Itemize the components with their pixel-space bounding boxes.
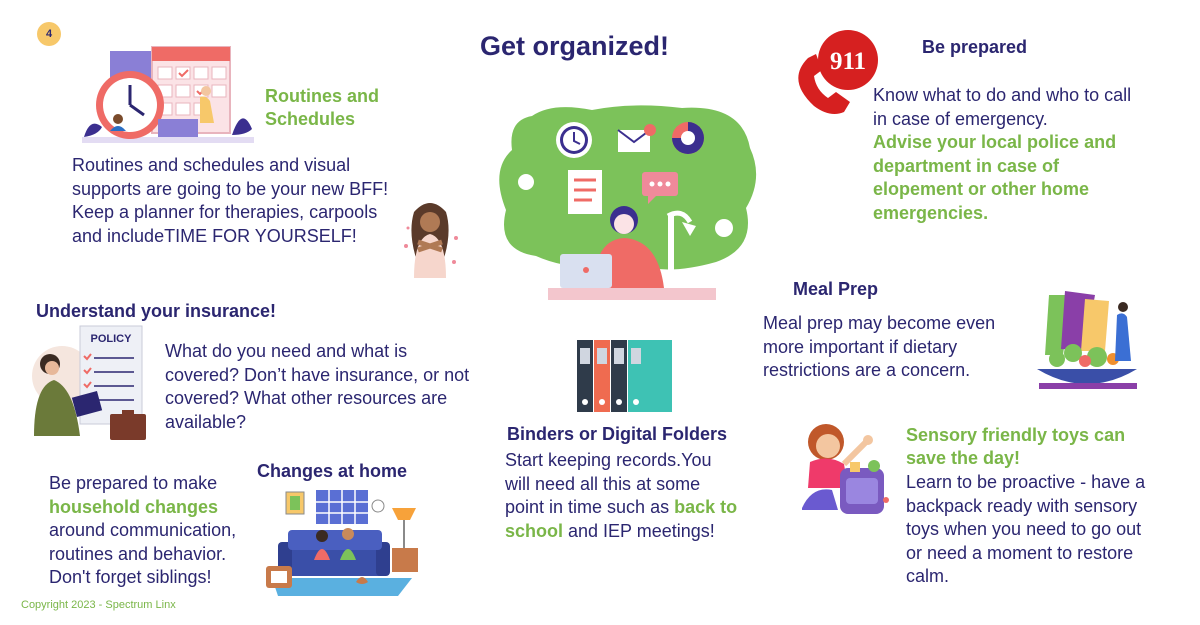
changes-at-home-heading: Changes at home xyxy=(257,461,408,481)
routines-heading: Routines and Schedules xyxy=(265,86,380,129)
emergency-911-text: 911 xyxy=(830,48,866,75)
routines-body: Routines and schedules and visual suppor… xyxy=(72,155,389,246)
sensory-backpack-illustration xyxy=(800,422,890,520)
meal-prep-illustration xyxy=(1035,291,1141,391)
binders-heading: Binders or Digital Folders xyxy=(507,424,728,444)
page-number-badge: 4 xyxy=(37,22,61,46)
be-prepared-body: Know what to do and who to call in case … xyxy=(873,85,1132,223)
organized-center-illustration xyxy=(492,104,764,300)
binders-illustration xyxy=(577,340,673,414)
insurance-illustration: POLICY xyxy=(28,324,148,442)
binders-body: Start keeping records.You will need all … xyxy=(505,450,738,541)
living-room-illustration xyxy=(262,486,422,598)
insurance-body: What do you need and what is covered? Do… xyxy=(165,341,470,432)
changes-at-home-body: Be prepared to make household changes ar… xyxy=(49,473,237,587)
self-care-illustration xyxy=(400,198,462,280)
meal-prep-heading: Meal Prep xyxy=(793,279,879,299)
routines-illustration xyxy=(82,45,254,149)
insurance-heading: Understand your insurance! xyxy=(36,301,277,321)
meal-prep-body: Meal prep may become even more important… xyxy=(763,313,996,380)
be-prepared-heading: Be prepared xyxy=(922,37,1028,57)
sensory-heading: Sensory friendly toys can save the day! xyxy=(906,425,1126,468)
emergency-911-icon: 911 xyxy=(788,30,882,116)
page-title: Get organized! xyxy=(480,31,670,61)
copyright-text: Copyright 2023 - Spectrum Linx xyxy=(21,599,176,611)
sensory-body: Learn to be proactive - have a backpack … xyxy=(906,472,1146,586)
policy-label: POLICY xyxy=(91,333,133,345)
